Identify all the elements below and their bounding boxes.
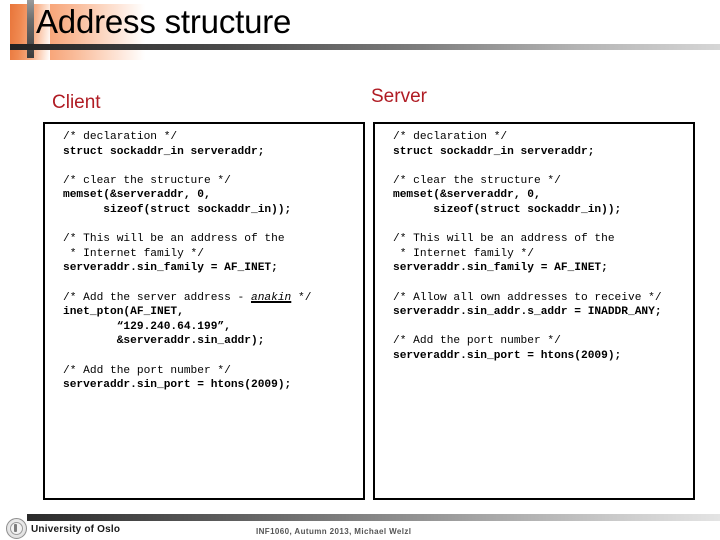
code-block: /* Add the server address - anakin */ ine… — [45, 291, 363, 349]
server-column-heading: Server — [371, 86, 427, 107]
footer-institution: University of Oslo — [31, 524, 121, 535]
code-line: /* Add the port number */ — [63, 364, 231, 377]
code-line: serveraddr.sin_family = AF_INET; — [393, 262, 608, 275]
client-column-heading: Client — [52, 92, 101, 113]
client-code-listing: /* declaration */ struct sockaddr_in serv… — [45, 124, 363, 393]
footer-gradient-bar — [27, 514, 720, 521]
code-block: /* declaration */ struct sockaddr_in serv… — [375, 130, 693, 159]
code-line: sizeof(struct sockaddr_in)); — [63, 203, 292, 216]
client-code-box: /* declaration */ struct sockaddr_in serv… — [43, 122, 365, 500]
code-line: struct sockaddr_in serveraddr; — [63, 145, 265, 158]
code-line: /* Add the server address - anakin */ — [63, 291, 312, 304]
code-line: /* Add the port number */ — [393, 335, 561, 348]
uio-seal-figure — [14, 524, 17, 532]
code-line: serveraddr.sin_port = htons(2009); — [393, 349, 622, 362]
slide-title-area: Address structure — [0, 0, 720, 62]
code-line: serveraddr.sin_port = htons(2009); — [63, 379, 292, 392]
code-line: /* clear the structure */ — [63, 174, 231, 187]
code-line: /* This will be an address of the — [393, 233, 615, 246]
code-line: serveraddr.sin_family = AF_INET; — [63, 262, 278, 275]
server-code-box: /* declaration */ struct sockaddr_in serv… — [373, 122, 695, 500]
code-line: /* clear the structure */ — [393, 174, 561, 187]
code-block: /* clear the structure */ memset(&servera… — [375, 174, 693, 218]
code-line: memset(&serveraddr, 0, — [393, 189, 541, 202]
code-line: /* Allow all own addresses to receive */ — [393, 291, 662, 304]
footer-course-info: INF1060, Autumn 2013, Michael Welzl — [256, 527, 412, 536]
code-line: /* declaration */ — [393, 131, 508, 143]
code-block: /* This will be an address of the * Inte… — [375, 232, 693, 276]
title-vertical-bar-icon — [27, 0, 34, 58]
code-line: sizeof(struct sockaddr_in)); — [393, 203, 622, 216]
code-line: memset(&serveraddr, 0, — [63, 189, 211, 202]
code-line: struct sockaddr_in serveraddr; — [393, 145, 595, 158]
title-accent-gradient-wide — [45, 4, 145, 60]
code-block: /* Allow all own addresses to receive */… — [375, 291, 693, 320]
code-block: /* declaration */ struct sockaddr_in serv… — [45, 130, 363, 159]
spellcheck-underlined-word: anakin — [250, 291, 292, 304]
page-title: Address structure — [36, 3, 292, 40]
code-line: serveraddr.sin_addr.s_addr = INADDR_ANY; — [393, 306, 662, 319]
code-line: * Internet family */ — [393, 247, 534, 260]
code-line: /* declaration */ — [63, 131, 178, 143]
code-line: &serveraddr.sin_addr); — [63, 335, 265, 348]
code-line: * Internet family */ — [63, 247, 204, 260]
code-line: “129.240.64.199”, — [63, 320, 231, 333]
title-horizontal-rule — [10, 44, 720, 50]
code-block: /* This will be an address of the * Inte… — [45, 232, 363, 276]
code-line: inet_pton(AF_INET, — [63, 306, 184, 319]
uio-seal-icon — [6, 518, 27, 539]
code-block: /* clear the structure */ memset(&servera… — [45, 174, 363, 218]
code-block: /* Add the port number */ serveraddr.sin_… — [45, 364, 363, 393]
server-code-listing: /* declaration */ struct sockaddr_in serv… — [375, 124, 693, 364]
code-line: /* This will be an address of the — [63, 233, 285, 246]
code-block: /* Add the port number */serveraddr.sin_… — [375, 334, 693, 363]
